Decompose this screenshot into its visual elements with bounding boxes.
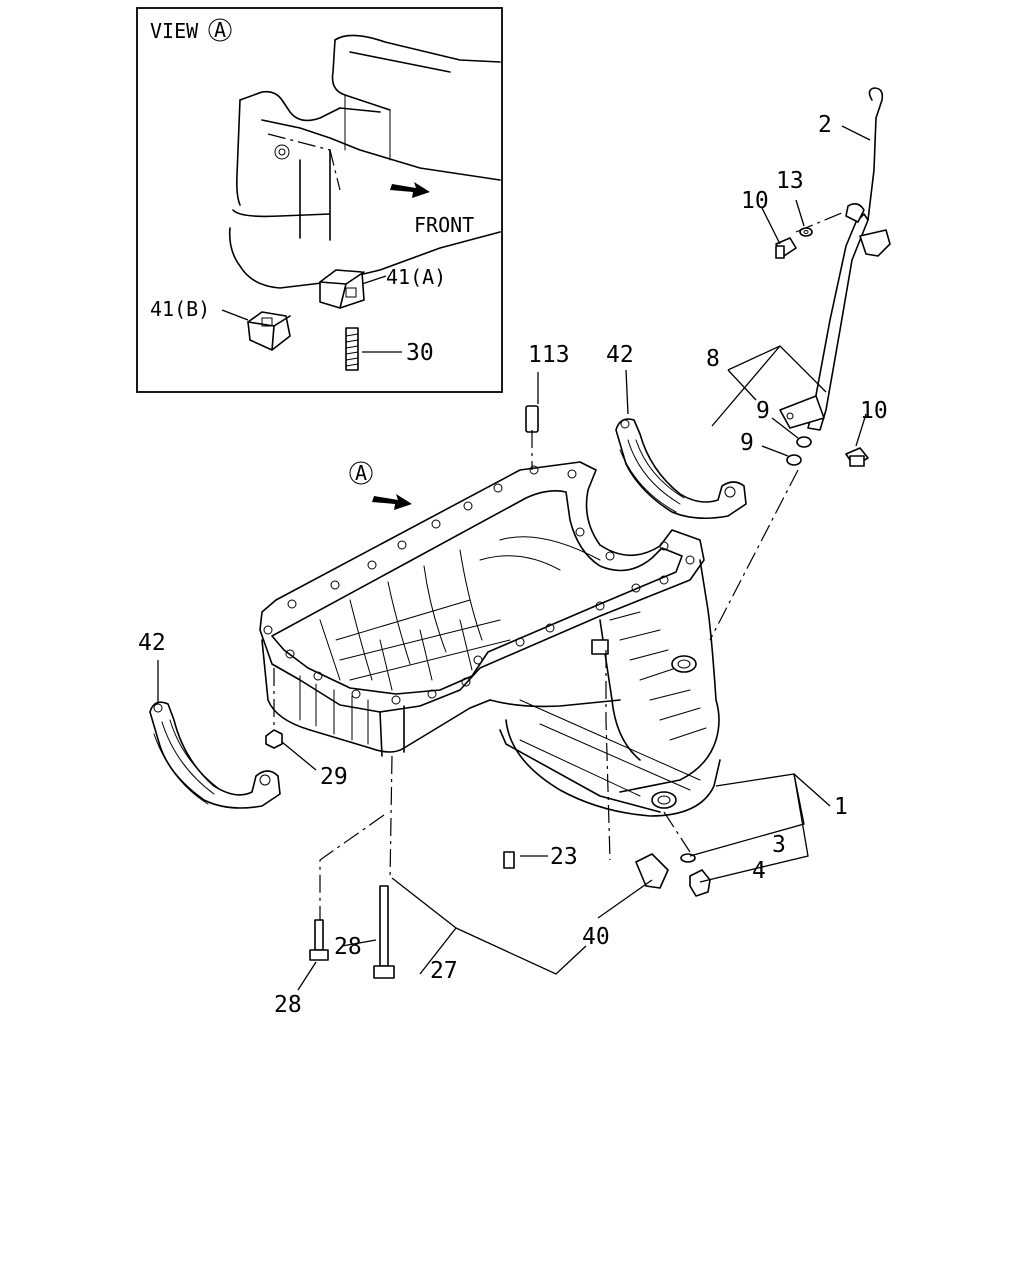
callout-28-left: 28	[274, 992, 302, 1018]
callout-28-right: 28	[334, 934, 362, 960]
part-30-stud	[345, 327, 359, 371]
callout-41b: 41(B)	[150, 297, 210, 321]
callout-30: 30	[406, 340, 434, 366]
callout-40: 40	[582, 924, 610, 950]
part-9-oring-lower	[786, 454, 802, 466]
leader-lines	[157, 125, 871, 991]
callout-1: 1	[834, 794, 848, 820]
part-41b	[247, 311, 291, 351]
inset-view-word: VIEW	[150, 19, 199, 43]
inset-view-letter: A	[214, 18, 226, 42]
part-28-bolt-long	[373, 885, 395, 979]
callout-42-upper: 42	[606, 342, 634, 368]
part-42-lower	[149, 701, 281, 809]
view-a-marker-circle	[349, 461, 373, 485]
callout-9-upper: 9	[756, 398, 770, 424]
part-10-bolt-lower	[845, 447, 869, 467]
inset-front-label: FRONT	[414, 213, 474, 237]
callout-41a: 41(A)	[386, 265, 446, 289]
part-40-sensor	[635, 853, 669, 889]
callout-23: 23	[550, 844, 578, 870]
inset-pan-corner	[228, 34, 501, 289]
sensor-boss	[591, 639, 609, 655]
part-2-dipstick	[867, 87, 884, 221]
callout-10-lower: 10	[860, 398, 888, 424]
inset-view-a: VIEW A FRONT	[136, 7, 503, 393]
callout-42-lower: 42	[138, 630, 166, 656]
part-113-dowel	[525, 405, 539, 433]
callout-2: 2	[818, 112, 832, 138]
callout-8: 8	[706, 346, 720, 372]
pan-ribs	[299, 536, 707, 797]
flange-bolt-holes	[263, 465, 695, 705]
inset-view-circle	[208, 18, 232, 42]
part-29-nut	[265, 729, 283, 749]
gauge-boss	[671, 655, 697, 673]
part-4-drain-plug	[689, 869, 711, 897]
view-a-arrow-icon	[372, 494, 412, 510]
drain-boss	[651, 791, 677, 809]
inset-frame	[136, 7, 503, 393]
callout-10-upper: 10	[741, 188, 769, 214]
callout-9-lower: 9	[740, 430, 754, 456]
callout-labels: 2 13 10 8 9 9 10 113 42 42 29 23 1 3 4 4…	[138, 112, 888, 1018]
part-9-oring-upper	[796, 436, 812, 448]
callout-3: 3	[772, 832, 786, 858]
assembly-lines	[273, 211, 845, 920]
oil-pan-assembly	[259, 461, 721, 817]
part-41a	[319, 269, 365, 309]
callout-27: 27	[430, 958, 458, 984]
view-a-marker-letter: A	[355, 461, 367, 485]
callout-4: 4	[752, 858, 766, 884]
callout-113: 113	[528, 342, 570, 368]
part-42-upper	[615, 418, 747, 520]
part-10-bolt-upper	[775, 237, 797, 259]
front-arrow-icon	[390, 182, 430, 198]
callout-29: 29	[320, 764, 348, 790]
part-28-bolt-short	[309, 919, 329, 961]
callout-13: 13	[776, 168, 804, 194]
part-23-plug	[503, 851, 515, 869]
part-8-guide-tube	[779, 202, 891, 431]
